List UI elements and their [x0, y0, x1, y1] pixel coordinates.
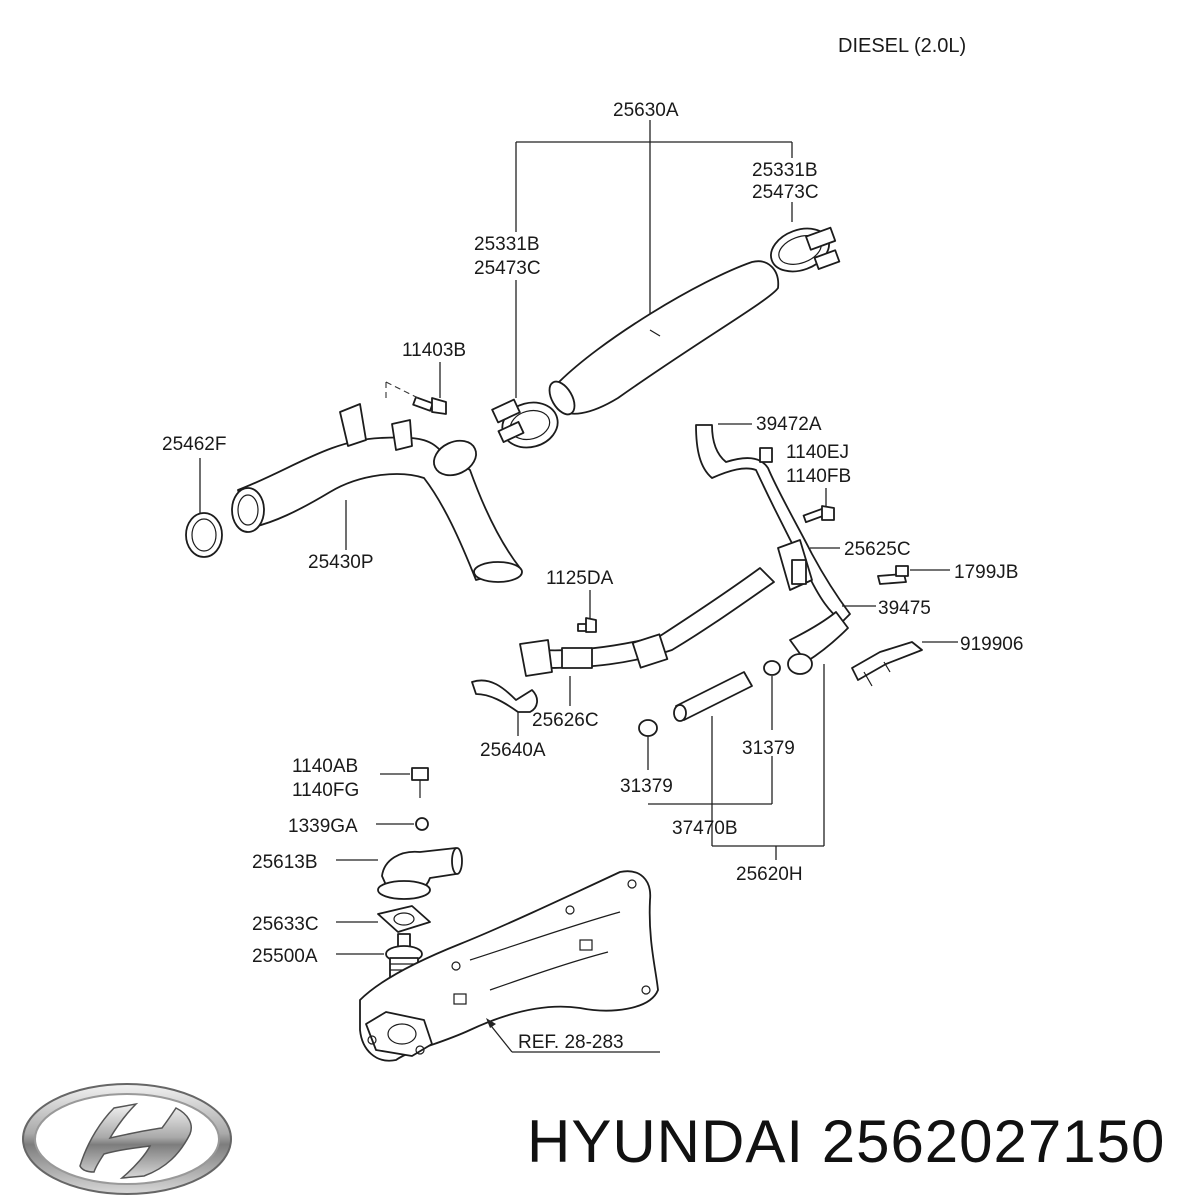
engine-label: DIESEL (2.0L): [838, 35, 966, 57]
leader-lines-lower: [647, 664, 825, 860]
bolt-11403b: [412, 396, 447, 415]
label-25625c: 25625C: [844, 539, 911, 560]
label-31379-left: 31379: [620, 776, 673, 797]
clamp-middle: [491, 398, 559, 449]
gasket-25633c: [377, 905, 431, 933]
label-39475: 39475: [878, 598, 931, 619]
bolt-1140ej: [802, 505, 835, 524]
product-caption: HYUNDAI 2562027150: [527, 1108, 1166, 1175]
bolt-1125da: [577, 617, 597, 633]
label-25331b-top: 25331B: [752, 160, 818, 181]
leader-lines-top: [515, 120, 793, 398]
coolant-pipe-25620h: [519, 424, 851, 677]
clamp-31379-left: [638, 719, 658, 737]
upper-hose: [548, 260, 780, 416]
hose-25640a: [471, 679, 538, 713]
label-1140fg: 1140FG: [292, 780, 359, 801]
coolant-pipe-25430p: [231, 403, 523, 583]
label-25613b: 25613B: [252, 852, 318, 873]
label-ref-28-283: REF. 28-283: [518, 1032, 624, 1053]
label-31379-right: 31379: [742, 738, 795, 759]
label-25630a: 25630A: [613, 100, 679, 121]
label-1140ab: 1140AB: [292, 756, 358, 777]
label-1799jb: 1799JB: [954, 562, 1018, 583]
nut-1339ga: [415, 817, 429, 831]
label-25430p: 25430P: [308, 552, 374, 573]
housing-28-283: [359, 870, 659, 1062]
dashed-guide: [385, 381, 419, 400]
leader-ref-arrow: [487, 1021, 513, 1053]
label-1125da: 1125DA: [546, 568, 614, 589]
label-25473c-top: 25473C: [752, 182, 819, 203]
label-1339ga: 1339GA: [288, 816, 358, 837]
label-25500a: 25500A: [252, 946, 318, 967]
label-1140ej: 1140EJ: [786, 442, 849, 463]
clip-1799jb: [877, 565, 909, 585]
label-25473c-mid: 25473C: [474, 258, 541, 279]
label-39472a: 39472A: [756, 414, 822, 435]
ref-arrowhead: [486, 1018, 496, 1028]
bracket-25625c: [777, 539, 813, 591]
label-37470b: 37470B: [672, 818, 738, 839]
label-11403b: 11403B: [402, 340, 466, 361]
label-25331b-mid: 25331B: [474, 234, 540, 255]
hose-37470b: [673, 671, 753, 722]
fitting-25613b: [377, 847, 463, 900]
bolt-1140ab: [411, 767, 429, 798]
label-25620h: 25620H: [736, 864, 803, 885]
clamp-31379-right: [763, 660, 781, 676]
label-25462f: 25462F: [162, 434, 226, 455]
gasket-ring: [185, 512, 223, 558]
label-25626c: 25626C: [532, 710, 599, 731]
label-1140fb: 1140FB: [786, 466, 851, 487]
hyundai-logo-icon: [22, 1083, 232, 1195]
label-25640a: 25640A: [480, 740, 546, 761]
label-25633c: 25633C: [252, 914, 319, 935]
label-919906: 919906: [960, 634, 1023, 655]
clamp-upper: [770, 226, 841, 273]
harness-919906: [851, 641, 923, 687]
